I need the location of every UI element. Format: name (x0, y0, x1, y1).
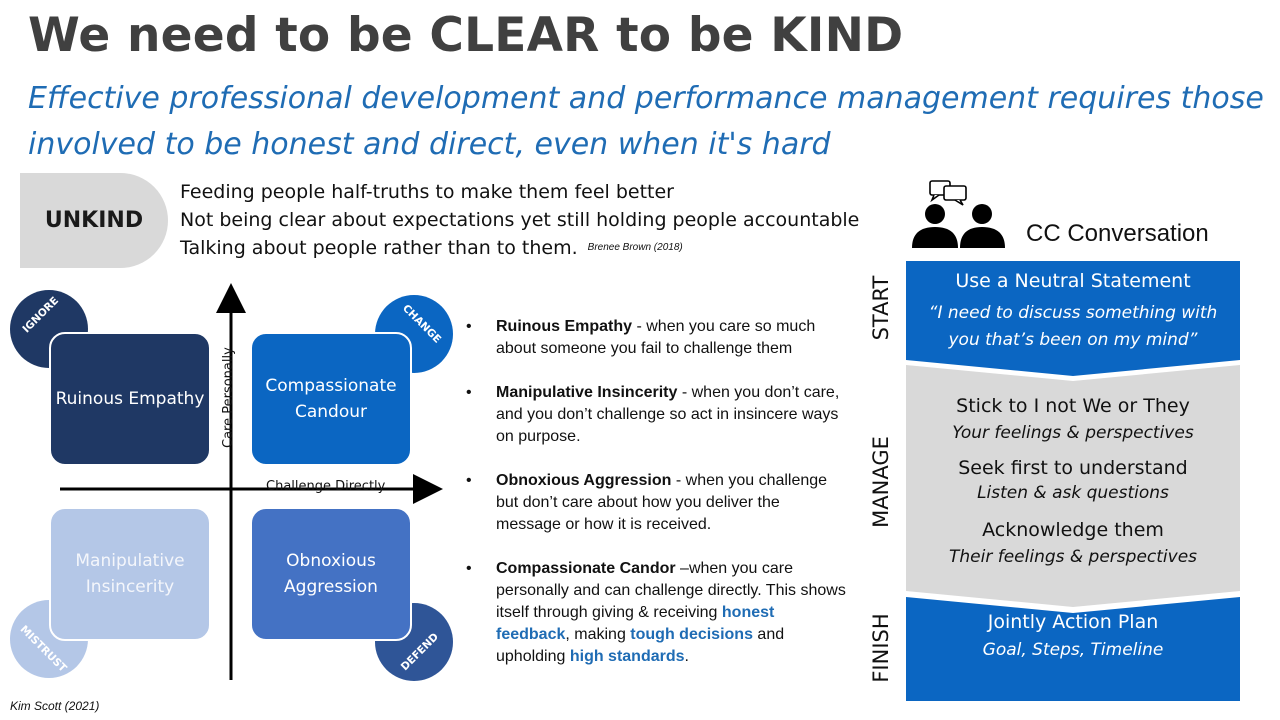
matrix-axes (60, 283, 443, 680)
phase-manage-label: MANAGE (869, 436, 893, 528)
finish-sub: Goal, Steps, Timeline (982, 640, 1164, 660)
axis-label-care-personally: Care Personally (221, 347, 236, 448)
unkind-line: Not being clear about expectations yet s… (180, 209, 860, 231)
credit-citation: Kim Scott (2021) (10, 699, 100, 713)
manage-step-2-heading: Seek first to understand (958, 457, 1188, 479)
unkind-line: Feeding people half-truths to make them … (180, 181, 674, 203)
definition-ruinous-empathy: Ruinous Empathy - when you care so much … (466, 316, 846, 360)
quadrant-obnoxious-aggression: Obnoxious Aggression (250, 507, 412, 641)
axis-label-challenge-directly: Challenge Directly (266, 479, 386, 494)
manage-step-3-heading: Acknowledge them (982, 519, 1164, 541)
start-heading: Use a Neutral Statement (955, 270, 1191, 292)
unkind-citation: Brenee Brown (2018) (587, 242, 683, 253)
quadrant-compassionate-candour: Compassionate Candour (250, 332, 412, 466)
manage-step-1-heading: Stick to I not We or They (956, 395, 1190, 417)
start-chevron (906, 261, 1240, 376)
start-quote-line-2: you that’s been on my mind” (948, 330, 1198, 350)
unkind-line: Talking about people rather than to them… (180, 237, 683, 259)
quadrant-ruinous-empathy: Ruinous Empathy (49, 332, 211, 466)
manage-chevron (906, 365, 1240, 607)
manage-step-2-sub: Listen & ask questions (977, 483, 1169, 503)
page-title: We need to be CLEAR to be KIND (28, 8, 904, 63)
definitions-list: Ruinous Empathy - when you care so much … (466, 316, 846, 690)
manage-step-1-sub: Your feelings & perspectives (952, 423, 1194, 443)
unkind-list: Feeding people half-truths to make them … (180, 178, 859, 262)
definition-compassionate-candor: Compassionate Candor –when you care pers… (466, 558, 846, 668)
people-talking-icon (912, 180, 1005, 248)
definition-obnoxious-aggression: Obnoxious Aggression - when you challeng… (466, 470, 846, 536)
unkind-badge: UNKIND (20, 173, 168, 268)
quadrant-manipulative-insincerity: Manipulative Insincerity (49, 507, 211, 641)
cc-conversation-title: CC Conversation (1026, 220, 1209, 247)
finish-heading: Jointly Action Plan (987, 611, 1159, 633)
finish-chevron (906, 597, 1240, 701)
cc-flow-diagram (906, 261, 1240, 701)
definition-manipulative-insincerity: Manipulative Insincerity - when you don’… (466, 382, 846, 448)
start-quote-line-1: “I need to discuss something with (928, 303, 1218, 323)
phase-finish-label: FINISH (869, 613, 893, 683)
page-subtitle: Effective professional development and p… (28, 81, 1264, 162)
phase-start-label: START (869, 275, 893, 341)
manage-step-3-sub: Their feelings & perspectives (948, 547, 1198, 567)
